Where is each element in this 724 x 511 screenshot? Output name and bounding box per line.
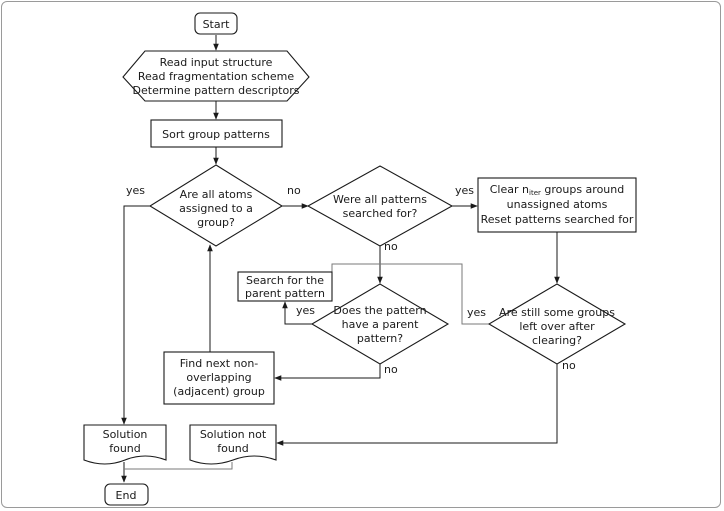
node-start: Start — [194, 12, 238, 35]
label-parent-yes: yes — [296, 304, 315, 317]
solution-not-found-line-1: Solution not — [200, 428, 267, 441]
node-has-parent: Does the pattern have a parent pattern? — [310, 283, 450, 365]
edge-parent-no — [274, 364, 381, 381]
node-sort: Sort group patterns — [150, 119, 283, 148]
connectors — [121, 35, 560, 483]
left-over-line-3: clearing? — [532, 334, 582, 347]
node-solution-not-found: Solution not found — [189, 424, 277, 465]
solution-not-found-line-2: found — [217, 442, 249, 455]
has-parent-line-2: have a parent — [342, 318, 419, 331]
read-input-line-3: Determine pattern descriptors — [133, 84, 300, 97]
all-assigned-line-1: Are all atoms — [180, 188, 253, 201]
node-find-next: Find next non- overlapping (adjacent) gr… — [163, 351, 275, 405]
left-over-line-2: left over after — [519, 320, 595, 333]
node-all-searched: Were all patterns searched for? — [306, 165, 454, 247]
search-parent-line-2: parent pattern — [245, 287, 325, 300]
has-parent-line-1: Does the pattern — [333, 304, 426, 317]
read-input-line-2: Read fragmentation scheme — [138, 70, 295, 83]
end-label: End — [116, 489, 137, 502]
node-end: End — [104, 483, 149, 506]
all-searched-line-2: searched for? — [343, 207, 418, 220]
edge-leftover-no — [276, 364, 558, 446]
start-label: Start — [203, 18, 231, 31]
label-parent-no: no — [384, 363, 398, 376]
label-leftover-yes: yes — [467, 306, 486, 319]
all-assigned-line-2: assigned to a — [179, 202, 253, 215]
edge-labels: yes no yes no yes no yes no — [126, 184, 576, 376]
edge-search-loop — [331, 263, 380, 288]
left-over-line-1: Are still some groups — [499, 306, 615, 319]
edge-leftover-yes — [380, 263, 489, 325]
node-left-over: Are still some groups left over after cl… — [487, 283, 627, 365]
read-input-line-1: Read input structure — [160, 56, 273, 69]
sort-label: Sort group patterns — [162, 128, 270, 141]
node-solution-found: Solution found — [83, 424, 167, 465]
find-next-line-2: overlapping — [186, 371, 251, 384]
edge-notfound-end — [124, 462, 233, 470]
label-assigned-yes: yes — [126, 184, 145, 197]
search-parent-line-1: Search for the — [246, 274, 324, 287]
has-parent-line-3: pattern? — [357, 332, 403, 345]
clear-line-3: Reset patterns searched for — [481, 213, 634, 226]
find-next-line-3: (adjacent) group — [173, 385, 265, 398]
edge-parent-yes — [282, 301, 312, 325]
solution-found-line-1: Solution — [103, 428, 148, 441]
node-read-input: Read input structure Read fragmentation … — [122, 50, 310, 102]
node-all-assigned: Are all atoms assigned to a group? — [148, 164, 284, 247]
solution-found-line-2: found — [109, 442, 141, 455]
find-next-line-1: Find next non- — [180, 357, 259, 370]
all-assigned-line-3: group? — [197, 216, 235, 229]
all-searched-line-1: Were all patterns — [333, 193, 427, 206]
edge-assigned-yes — [121, 205, 150, 425]
label-assigned-no: no — [287, 184, 301, 197]
clear-line-2: unassigned atoms — [507, 198, 608, 211]
label-searched-yes: yes — [455, 184, 474, 197]
node-search-parent: Search for the parent pattern — [237, 271, 333, 302]
label-leftover-no: no — [562, 359, 576, 372]
clear-line-1: Clear niter groups around — [490, 183, 624, 197]
node-clear: Clear niter groups around unassigned ato… — [477, 177, 637, 233]
label-searched-no: no — [384, 240, 398, 253]
